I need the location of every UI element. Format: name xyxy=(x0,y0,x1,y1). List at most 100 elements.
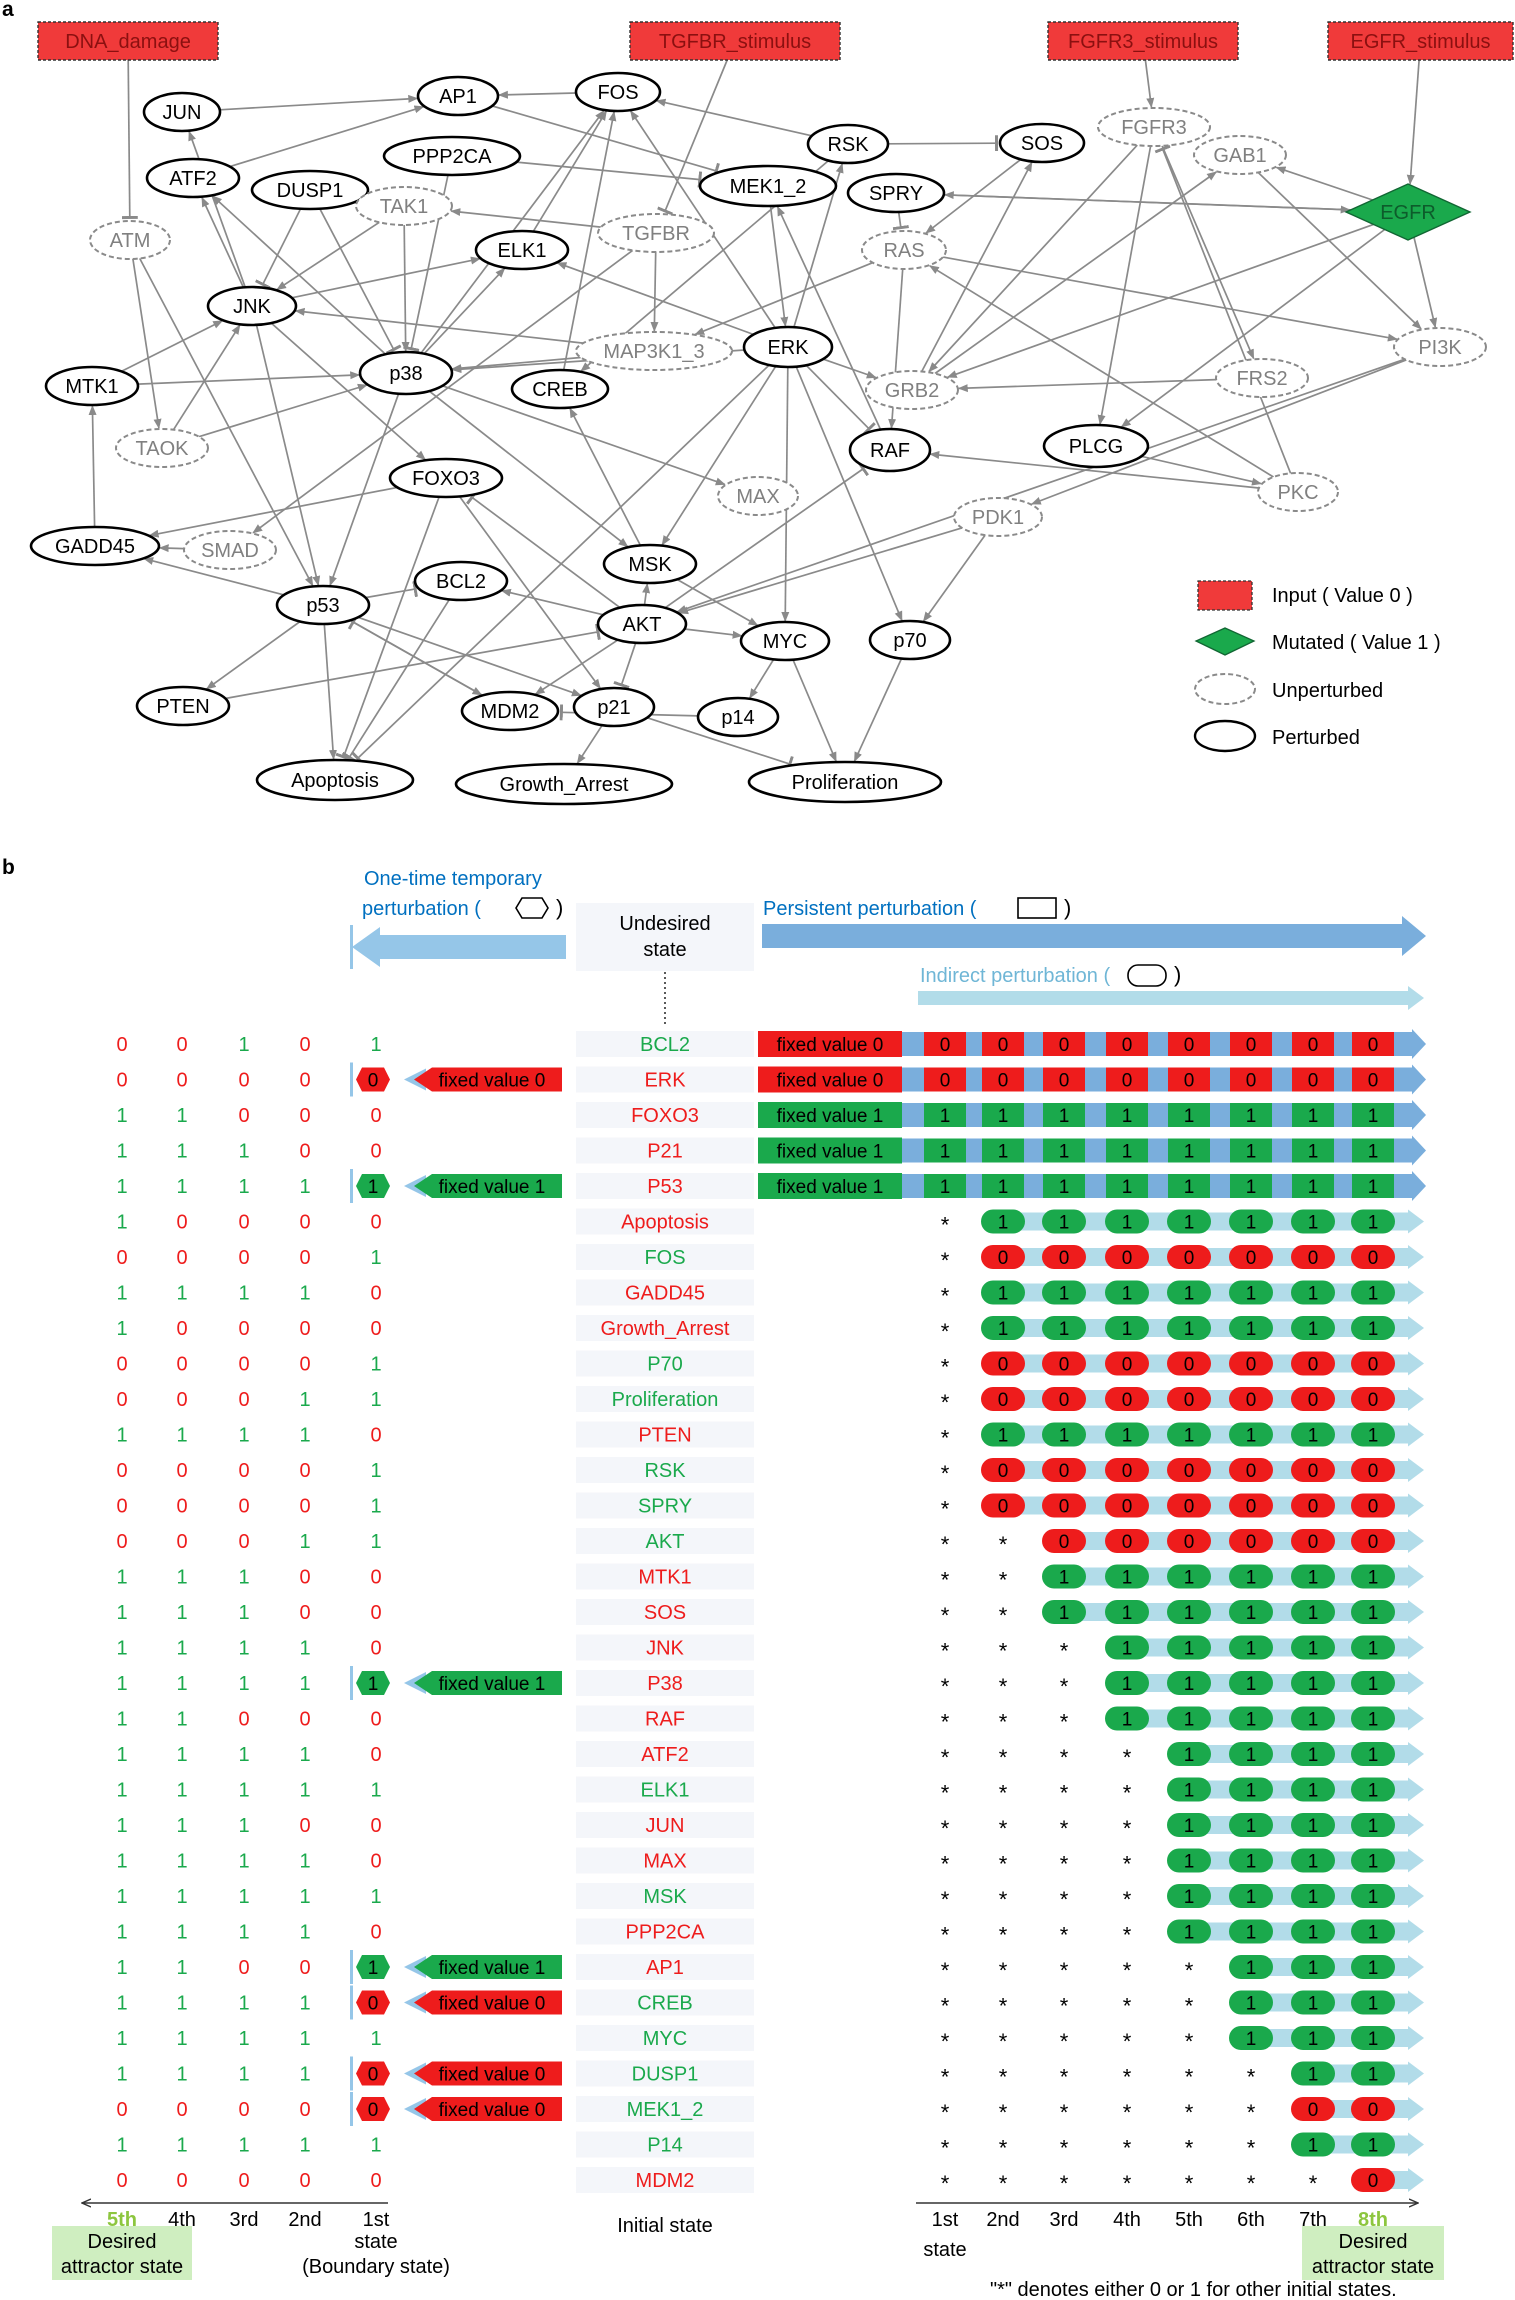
left-value: 1 xyxy=(176,1673,187,1695)
svg-text:0: 0 xyxy=(1368,1035,1379,1056)
left-value: 0 xyxy=(299,1354,310,1376)
svg-text:0: 0 xyxy=(1184,1461,1195,1482)
svg-text:0: 0 xyxy=(368,2065,379,2086)
edge-pdk1-activates-akt xyxy=(678,527,963,615)
svg-text:1: 1 xyxy=(1246,1284,1257,1305)
left-value: 1 xyxy=(238,1567,249,1589)
svg-text:1: 1 xyxy=(1246,1426,1257,1447)
svg-text:*: * xyxy=(1185,2100,1194,2125)
svg-text:*: * xyxy=(941,1852,950,1877)
node-pdk1: PDK1 xyxy=(953,497,1043,537)
svg-text:fixed value 0: fixed value 0 xyxy=(777,1035,884,1056)
svg-text:SPRY: SPRY xyxy=(869,183,923,205)
svg-text:0: 0 xyxy=(1059,1071,1070,1092)
svg-text:*: * xyxy=(1123,2065,1132,2090)
svg-text:1: 1 xyxy=(1246,1710,1257,1731)
svg-text:*: * xyxy=(999,2029,1008,2054)
edge-akt-inhibits-p21 xyxy=(613,642,637,689)
legend-input-label: Input ( Value 0 ) xyxy=(1272,585,1413,607)
svg-text:1: 1 xyxy=(1184,1781,1195,1802)
svg-text:*: * xyxy=(999,1745,1008,1770)
right-axis-tick-label: 1st xyxy=(932,2209,959,2231)
left-value: 1 xyxy=(299,1922,310,1944)
edge-frs2-activates-grb2 xyxy=(957,378,1217,393)
svg-text:1: 1 xyxy=(1184,1710,1195,1731)
svg-text:0: 0 xyxy=(1246,1532,1257,1553)
node-ppp2ca: PPP2CA xyxy=(382,135,522,177)
left-value: 0 xyxy=(299,1141,310,1163)
node-sos: SOS xyxy=(998,122,1086,164)
edge-foxo3-activates-gadd45 xyxy=(148,486,398,538)
node-jnk: JNK xyxy=(206,285,298,327)
svg-text:0: 0 xyxy=(1308,1390,1319,1411)
gene-name: AKT xyxy=(646,1531,685,1553)
left-value: 0 xyxy=(238,1070,249,1092)
svg-text:1: 1 xyxy=(1246,1781,1257,1802)
left-value: 0 xyxy=(176,1531,187,1553)
left-axis-tick-label: 3rd xyxy=(230,2209,259,2231)
svg-text:0: 0 xyxy=(368,2100,379,2121)
svg-text:*: * xyxy=(1060,1852,1069,1877)
node-pi3k: PI3K xyxy=(1393,327,1487,367)
left-value: 0 xyxy=(176,1318,187,1340)
left-value: 0 xyxy=(370,1922,381,1944)
left-value: 1 xyxy=(299,1851,310,1873)
svg-text:1: 1 xyxy=(1059,1213,1070,1234)
gene-name: RAF xyxy=(645,1709,685,1731)
svg-text:*: * xyxy=(1247,2100,1256,2125)
svg-text:1: 1 xyxy=(1122,1674,1133,1695)
svg-text:1: 1 xyxy=(1246,1745,1257,1766)
svg-text:1: 1 xyxy=(1184,1887,1195,1908)
left-value: 1 xyxy=(176,1744,187,1766)
left-value: 1 xyxy=(299,1780,310,1802)
svg-text:*: * xyxy=(1123,1923,1132,1948)
left-value: 0 xyxy=(370,1744,381,1766)
svg-text:0: 0 xyxy=(1246,1390,1257,1411)
svg-text:FGFR3: FGFR3 xyxy=(1121,117,1187,139)
gene-name: MYC xyxy=(643,2028,687,2050)
svg-text:FOXO3: FOXO3 xyxy=(412,468,480,490)
node-map3k1-3: MAP3K1_3 xyxy=(575,331,733,371)
svg-text:*: * xyxy=(999,1994,1008,2019)
gene-name: Proliferation xyxy=(612,1389,719,1411)
right-axis-tick-label: 3rd xyxy=(1050,2209,1079,2231)
edge-pkc-activates-raf xyxy=(929,451,1259,489)
left-value: 0 xyxy=(299,1709,310,1731)
svg-text:0: 0 xyxy=(998,1390,1009,1411)
edge-dusp1-inhibits-p38 xyxy=(319,208,402,355)
left-value: 0 xyxy=(238,2170,249,2192)
indirect-perturbation-arrow xyxy=(918,986,1424,1010)
svg-text:PTEN: PTEN xyxy=(156,696,209,718)
left-value: 1 xyxy=(116,1744,127,1766)
svg-text:fixed value 1: fixed value 1 xyxy=(777,1142,884,1163)
svg-text:*: * xyxy=(999,2100,1008,2125)
edge-fos-activates-ap1 xyxy=(497,90,577,99)
svg-text:0: 0 xyxy=(1059,1355,1070,1376)
left-value: 1 xyxy=(299,1993,310,2015)
svg-text:1: 1 xyxy=(1368,2065,1379,2086)
left-value: 0 xyxy=(299,1957,310,1979)
left-value: 1 xyxy=(116,1780,127,1802)
right-desired-line2: attractor state xyxy=(1312,2256,1434,2278)
edge-tgfbr-activates-tak1 xyxy=(450,208,601,228)
svg-text:0: 0 xyxy=(1122,1532,1133,1553)
svg-text:*: * xyxy=(1060,1674,1069,1699)
node-gadd45: GADD45 xyxy=(29,525,161,567)
edge-raf-activates-mek1-2 xyxy=(776,205,882,430)
gene-name: MEK1_2 xyxy=(627,2099,704,2121)
svg-text:*: * xyxy=(1060,2171,1069,2196)
gene-name: P70 xyxy=(647,1354,683,1376)
edge-gadd45-activates-mtk1 xyxy=(88,405,97,528)
svg-text:*: * xyxy=(999,2136,1008,2161)
svg-text:1: 1 xyxy=(998,1142,1009,1163)
svg-text:1: 1 xyxy=(1246,1852,1257,1873)
left-value: 1 xyxy=(176,1851,187,1873)
left-value: 1 xyxy=(116,1318,127,1340)
edge-fgfr3-activates-plcg xyxy=(1097,145,1152,426)
gene-name: CREB xyxy=(637,1993,693,2015)
edge-p53-activates-gadd45 xyxy=(143,557,285,596)
svg-text:*: * xyxy=(1185,2136,1194,2161)
